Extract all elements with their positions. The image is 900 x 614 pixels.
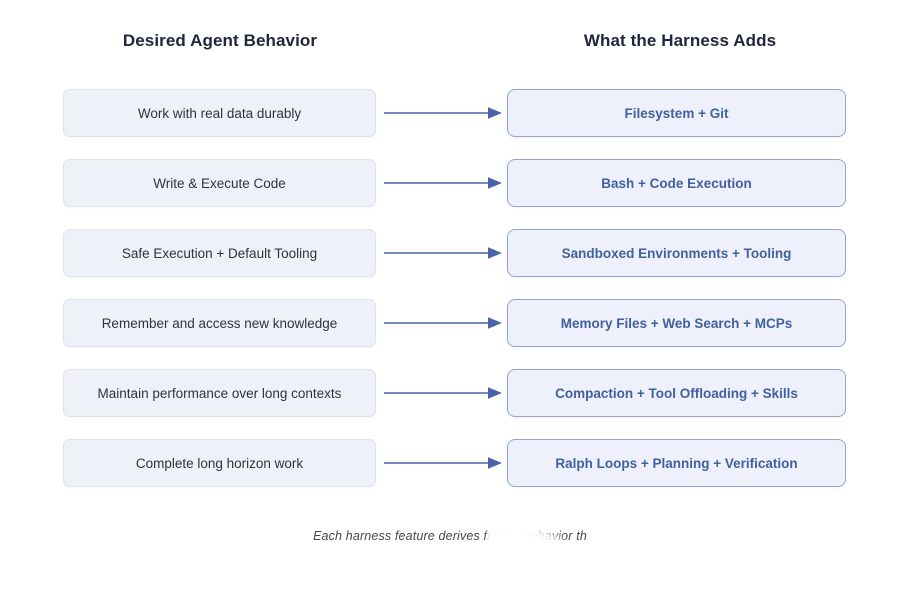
mapping-row: Safe Execution + Default Tooling Sandboxe… (0, 229, 900, 277)
mapping-row: Maintain performance over long contexts C… (0, 369, 900, 417)
harness-label: Memory Files + Web Search + MCPs (560, 315, 793, 331)
arrow-right-icon (384, 383, 504, 403)
behavior-label: Complete long horizon work (135, 455, 304, 471)
behavior-box[interactable]: Work with real data durably (63, 89, 376, 137)
behavior-box[interactable]: Safe Execution + Default Tooling (63, 229, 376, 277)
harness-label: Compaction + Tool Offloading + Skills (555, 385, 798, 401)
harness-label: Sandboxed Environments + Tooling (561, 245, 792, 261)
harness-box[interactable]: Filesystem + Git (507, 89, 846, 137)
arrow-right-icon (384, 313, 504, 333)
caption-fade-overlay (487, 520, 617, 568)
harness-label: Bash + Code Execution (601, 175, 752, 191)
caption-area: Each harness feature derives from a beha… (0, 520, 900, 568)
behavior-box[interactable]: Complete long horizon work (63, 439, 376, 487)
behavior-label: Maintain performance over long contexts (97, 385, 342, 401)
behavior-label: Remember and access new knowledge (101, 315, 338, 331)
harness-box[interactable]: Sandboxed Environments + Tooling (507, 229, 846, 277)
mapping-row: Work with real data durably Filesystem + … (0, 89, 900, 137)
mapping-row: Write & Execute Code Bash + Code Executio… (0, 159, 900, 207)
behavior-box[interactable]: Write & Execute Code (63, 159, 376, 207)
behavior-label: Safe Execution + Default Tooling (121, 245, 318, 261)
behavior-box[interactable]: Remember and access new knowledge (63, 299, 376, 347)
harness-box[interactable]: Ralph Loops + Planning + Verification (507, 439, 846, 487)
arrow-right-icon (384, 173, 504, 193)
harness-box[interactable]: Memory Files + Web Search + MCPs (507, 299, 846, 347)
mapping-row: Remember and access new knowledge Memory … (0, 299, 900, 347)
arrow-right-icon (384, 243, 504, 263)
behavior-label: Write & Execute Code (153, 175, 286, 191)
mapping-row: Complete long horizon work Ralph Loops + … (0, 439, 900, 487)
harness-label: Filesystem + Git (624, 105, 729, 121)
behavior-label: Work with real data durably (137, 105, 302, 121)
arrow-right-icon (384, 453, 504, 473)
arrow-right-icon (384, 103, 504, 123)
behavior-box[interactable]: Maintain performance over long contexts (63, 369, 376, 417)
column-header-harness-adds: What the Harness Adds (583, 31, 777, 50)
harness-label: Ralph Loops + Planning + Verification (555, 455, 798, 471)
diagram-caption: Each harness feature derives from a beha… (313, 529, 587, 543)
harness-box[interactable]: Compaction + Tool Offloading + Skills (507, 369, 846, 417)
harness-box[interactable]: Bash + Code Execution (507, 159, 846, 207)
column-header-desired-behavior: Desired Agent Behavior (122, 31, 318, 50)
